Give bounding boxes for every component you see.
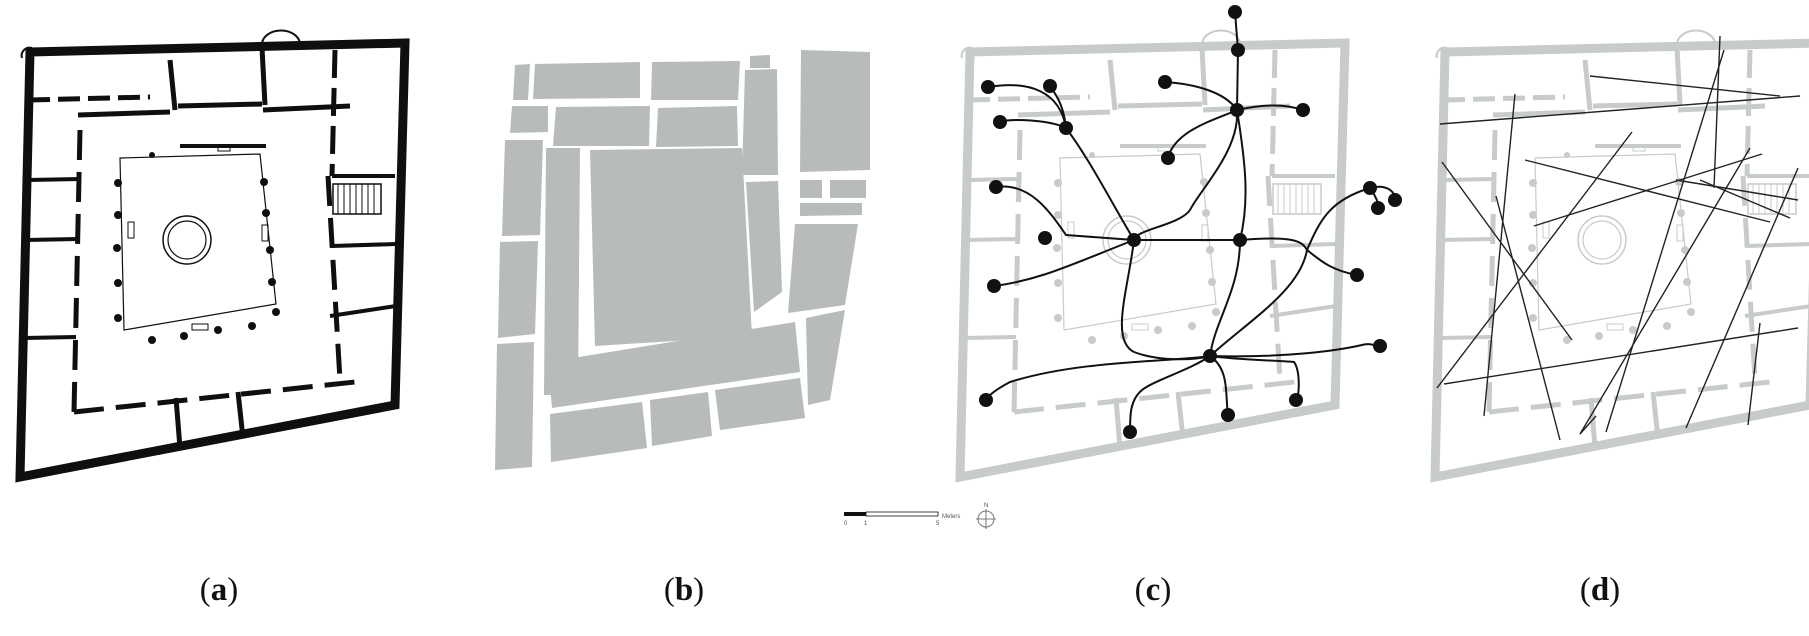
panel-c-plan-base [960, 30, 1345, 477]
north-label: N [984, 503, 988, 509]
panel-d-plan-base [1435, 30, 1809, 477]
panel-label-c: (c) [1134, 572, 1172, 608]
scale-tick-5: 5 [936, 521, 940, 527]
scale-bar-open-segment [865, 511, 939, 517]
panel-label-d: (d) [1579, 572, 1621, 608]
panel-b-blocks [495, 50, 870, 470]
panel-c-nodes [979, 5, 1402, 439]
panel-label-b: (b) [663, 572, 705, 608]
scale-tick-1: 1 [864, 521, 868, 527]
panel-a-plan [20, 30, 405, 477]
scale-unit-label: Meters [942, 514, 960, 520]
scale-bar-solid-segment [844, 512, 866, 516]
panel-label-a: (a) [199, 572, 239, 608]
scale-tick-0: 0 [844, 521, 848, 527]
panel-d-axial-lines [1436, 35, 1801, 441]
north-arrow-icon: N [976, 503, 996, 529]
scale-bar: 0 1 5 Meters [844, 511, 960, 527]
